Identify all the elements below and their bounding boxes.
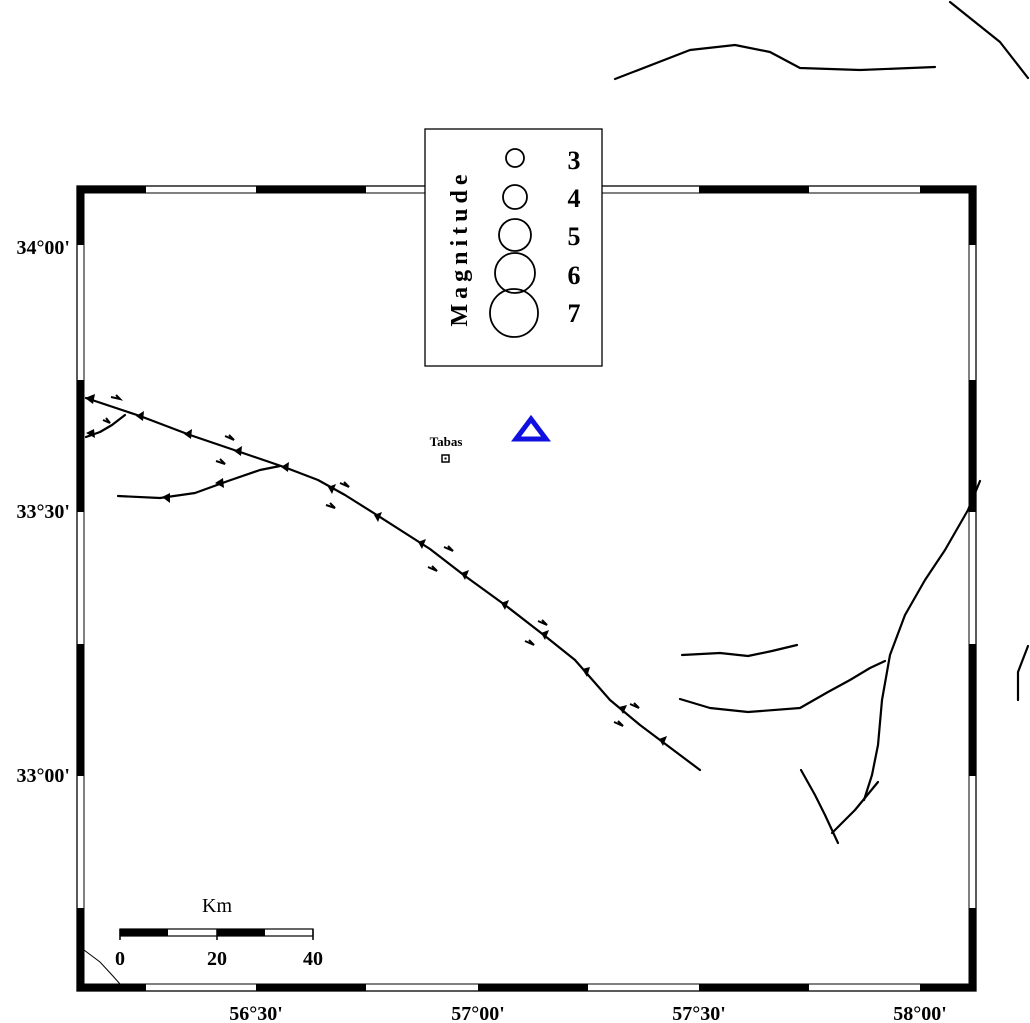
legend-title: Magnitude: [447, 169, 473, 326]
legend-box: [424, 128, 603, 367]
magnitude-legend: Magnitude 3 4 5 6 7: [424, 128, 603, 367]
legend-label-4: 4: [568, 184, 581, 213]
legend-circle-7: [489, 288, 539, 338]
fault-line-northeast: [948, 0, 1030, 80]
slip-arrows: [102, 394, 640, 727]
fault-east-long: [678, 659, 887, 714]
lon-label-57-00: 57°00': [451, 1003, 505, 1023]
legend-label-3: 3: [568, 146, 581, 175]
legend-circle-6: [494, 252, 536, 294]
legend-circle-5: [498, 218, 532, 252]
legend-circles: [489, 148, 539, 338]
coastline-fragment: [83, 949, 121, 985]
scale-tick-40: 40: [303, 948, 323, 970]
legend-circle-3: [505, 148, 525, 168]
faults-outside-frame: [613, 0, 1030, 702]
fault-line-north: [613, 43, 937, 81]
lon-label-56-30: 56°30': [229, 1003, 283, 1023]
lat-label-33-30: 33°30': [16, 501, 70, 523]
lat-label-34-00: 34°00': [16, 237, 70, 259]
lon-label-57-30: 57°30': [672, 1003, 726, 1023]
thrust-fault-system: [84, 394, 702, 772]
lat-label-33-00: 33°00': [16, 765, 70, 787]
lon-label-58-00: 58°00': [893, 1003, 947, 1023]
fault-east-south: [799, 768, 840, 845]
fault-east-short: [680, 643, 799, 658]
legend-circle-4: [502, 184, 528, 210]
fault-east-curved: [862, 479, 982, 802]
thrust-teeth: [85, 394, 667, 746]
branch-fault-south: [116, 464, 282, 500]
legend-label-5: 5: [568, 222, 581, 251]
longitude-labels: 56°30' 57°00' 57°30' 58°00': [229, 1003, 947, 1023]
fault-east-south-branch: [830, 780, 880, 835]
town-tabas: Tabas: [430, 434, 463, 463]
eastern-faults: [678, 479, 982, 845]
scale-tick-20: 20: [207, 948, 227, 970]
fault-line-east-edge: [1016, 644, 1030, 702]
scale-bar-title: Km: [202, 895, 232, 917]
legend-label-6: 6: [568, 261, 581, 290]
triangle-marker-icon: [511, 414, 551, 442]
latitude-labels: 34°00' 33°30' 33°00': [16, 237, 70, 787]
main-thrust-fault: [84, 396, 702, 772]
town-label: Tabas: [430, 434, 463, 449]
legend-label-7: 7: [568, 299, 581, 328]
scale-bar: Km 0 20 40: [115, 895, 323, 970]
scale-tick-0: 0: [115, 948, 125, 970]
